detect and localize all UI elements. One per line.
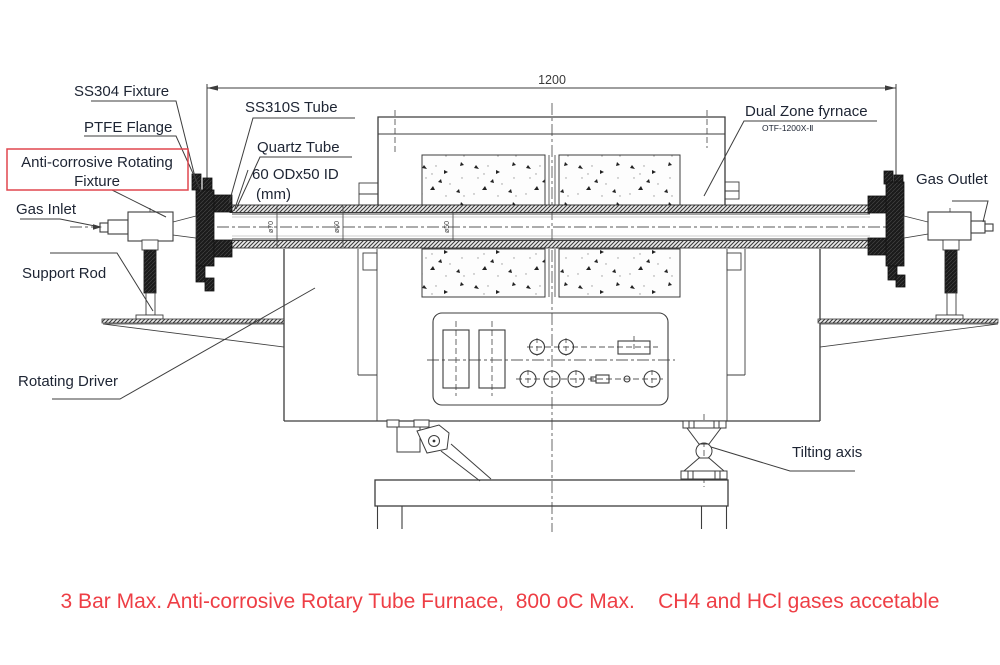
ptfe-flange-disc-left [195,189,215,267]
insulation-top-right [558,154,681,206]
dim-arrow-left [207,85,218,91]
inner-frame-left [357,182,379,421]
label-gas-inlet: Gas Inlet [16,201,77,218]
rotating-fixture-box-right [927,211,972,241]
label-anti-corrosive-2: Fixture [74,173,120,190]
label-quartz-tube: Quartz Tube [257,139,340,156]
label-ptfe-flange: PTFE Flange [84,119,172,136]
diameter-ticks [276,206,454,247]
work-tube: ø70 ø60 ø50 [229,204,873,249]
ss-tube-wall-top [229,204,873,213]
display-window-1 [442,329,470,389]
caption-text: 3 Bar Max. Anti-corrosive Rotary Tube Fu… [60,590,940,613]
dia-inner-label: ø50 [444,221,451,233]
label-rotating-driver: Rotating Driver [18,373,118,390]
highlight-box [6,148,189,191]
dim-arrow-right [885,85,896,91]
flange-right [867,170,929,288]
panel-knob [567,370,585,388]
wing-plate-left [101,318,285,348]
base-frame [374,479,729,529]
panel-meter [617,340,651,355]
insulation-top-left [421,154,546,206]
label-furnace-model: OTF-1200X-Ⅱ [762,123,813,133]
insulation-blocks [421,154,681,298]
label-gas-outlet: Gas Outlet [916,171,989,188]
dimension-1200: 1200 [206,73,897,187]
ss-tube-wall-bottom [229,240,873,249]
support-rod-right [935,239,964,320]
dimension-1200-value: 1200 [538,73,566,87]
tilt-bracket-left [386,419,492,482]
gas-outlet-port [984,223,994,232]
panel-knob [528,338,546,356]
label-tube-size-2: (mm) [256,186,291,203]
label-dual-zone-furnace: Dual Zone fyrnace [745,103,868,120]
tilting-axis-mechanism [680,420,728,480]
dia-outer-label: ø70 [268,221,275,233]
label-support-rod: Support Rod [22,265,106,282]
display-window-2 [478,329,506,389]
furnace-body [283,116,821,422]
label-ss304-fixture: SS304 Fixture [74,83,169,100]
label-anti-corrosive-1: Anti-corrosive Rotating [21,154,173,171]
rotating-fixture-box-left [127,211,174,242]
panel-knob [519,370,537,388]
panel-knob [557,338,575,356]
dia-mid-label: ø60 [334,221,341,233]
labels: SS304 Fixture PTFE Flange Anti-corrosive… [16,83,989,461]
label-tube-size-1: 60 ODx50 ID [252,166,339,183]
flange-left [172,173,233,292]
label-ss310s-tube: SS310S Tube [245,99,338,116]
control-panel [432,312,669,406]
insulation-bottom-left [421,248,546,298]
panel-indicator [623,375,631,383]
control-panel-face [432,312,669,406]
rotating-fixture-right [927,211,994,241]
ptfe-flange-disc-right [885,181,905,267]
panel-knob [543,370,561,388]
panel-switch-pin [590,376,597,382]
panel-knob [643,370,661,388]
support-rod-left [135,239,164,320]
inner-frame-right [724,181,746,421]
rotating-fixture-left [99,211,174,242]
insulation-bottom-right [558,248,681,298]
wing-plate-right [817,318,999,348]
leader-lines [20,100,989,472]
label-tilting-axis: Tilting axis [792,444,862,461]
